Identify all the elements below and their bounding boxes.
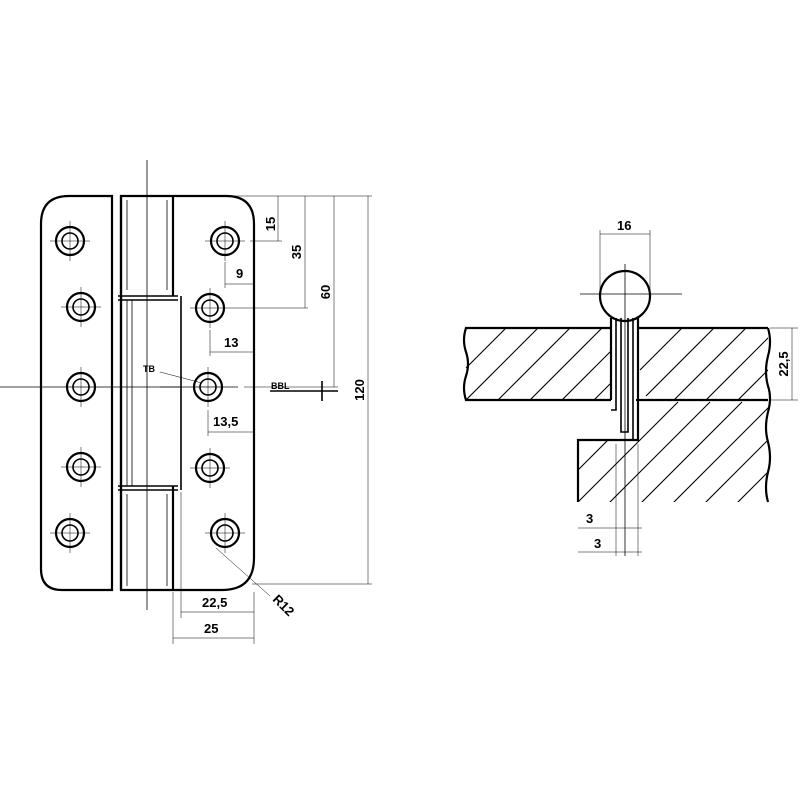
knuckle-section — [580, 264, 682, 323]
dim-22-5-section-group: 22,5 — [770, 327, 798, 401]
dim-60: 60 — [318, 285, 333, 299]
left-leaf-outline — [39, 194, 114, 592]
dim-3-group: 3 3 — [578, 444, 642, 556]
screw-hole — [61, 447, 101, 487]
screw-hole — [61, 287, 101, 327]
dim-13: 13 — [224, 335, 238, 350]
screw-hole — [190, 288, 230, 328]
upper-block-hatch — [465, 328, 611, 400]
dim-22-5: 22,5 — [202, 595, 227, 610]
label-bbl: BBL — [271, 381, 290, 391]
radius-r12: R12 — [215, 547, 297, 619]
dim-15: 15 — [263, 217, 278, 231]
dim-25: 25 — [204, 621, 218, 636]
installation-section-view: 16 22,5 3 3 — [462, 218, 798, 556]
dim-35: 35 — [289, 245, 304, 259]
vertical-dimensions: 15 35 60 120 — [226, 195, 372, 585]
horizontal-dimensions: 9 13 13,5 — [207, 262, 255, 436]
screw-hole — [205, 513, 245, 553]
knuckle-lines — [118, 196, 182, 590]
screw-hole — [205, 221, 245, 261]
upper-block-outline — [462, 326, 611, 402]
dim-r12: R12 — [270, 592, 297, 619]
screw-hole — [190, 448, 230, 488]
tb-leader — [159, 371, 203, 384]
dim-120: 120 — [352, 379, 367, 401]
dim-9: 9 — [236, 266, 243, 281]
label-tb: TB — [143, 364, 155, 374]
screw-holes-right — [190, 221, 245, 553]
dim-16-group: 16 — [599, 218, 651, 300]
right-upper-hatch — [639, 328, 768, 400]
screw-holes-left — [50, 221, 101, 553]
lower-block-hatch — [578, 401, 768, 502]
dim-22-5-section: 22,5 — [776, 351, 791, 376]
dim-16: 16 — [617, 218, 631, 233]
right-leaf-outline — [119, 194, 256, 592]
dim-3-upper: 3 — [586, 511, 593, 526]
hinge-leaves-section — [609, 318, 640, 556]
dim-3-lower: 3 — [594, 536, 601, 551]
screw-hole — [50, 221, 90, 261]
lower-block-outline — [576, 438, 616, 502]
hinge-front-view: TB BBL 15 35 60 120 — [0, 160, 372, 644]
screw-hole — [50, 513, 90, 553]
bottom-dimensions: 22,5 25 — [172, 492, 255, 644]
dim-13-5: 13,5 — [213, 414, 238, 429]
